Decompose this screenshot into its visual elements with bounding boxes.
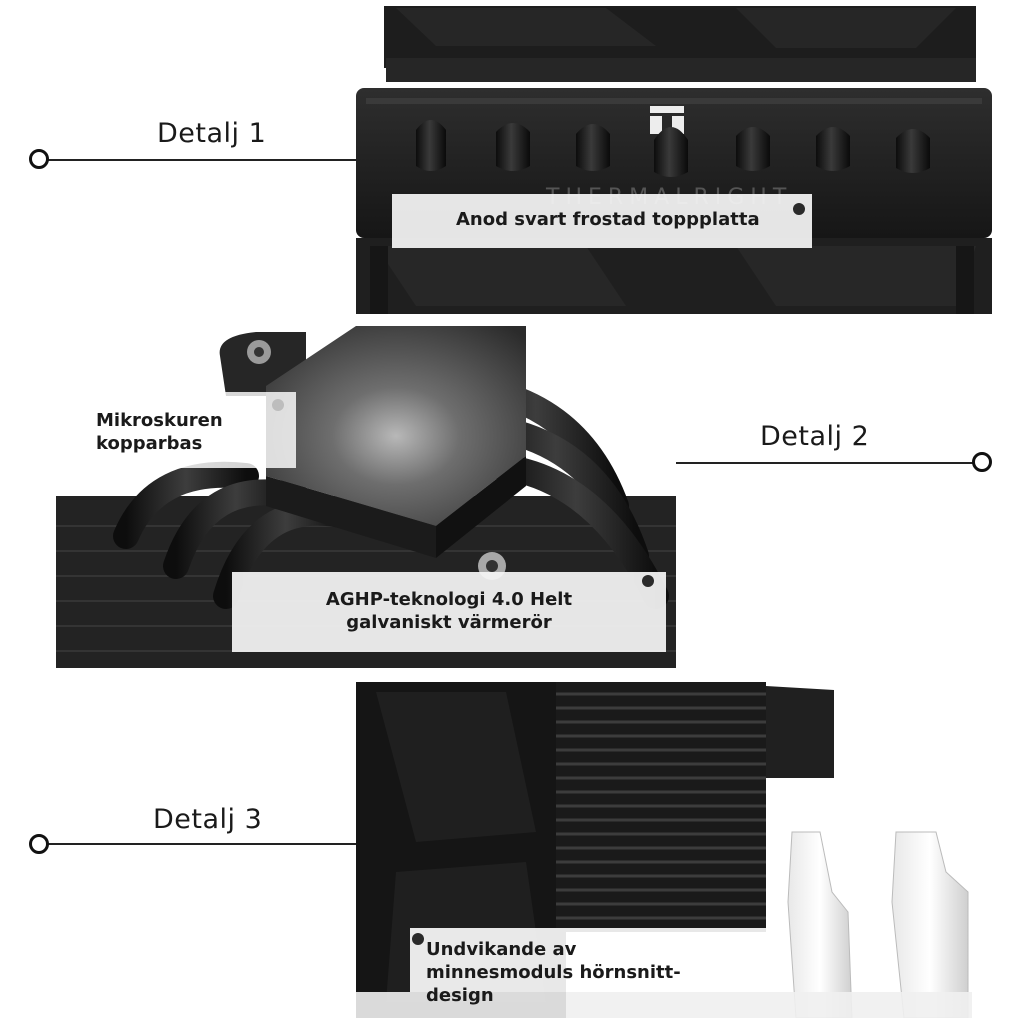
detail1-callout-text: Anod svart frostad toppplatta [456, 209, 760, 230]
detail1-ring-marker [29, 149, 49, 169]
detail3-connector-line [48, 843, 356, 845]
detail2-connector-line [676, 462, 976, 464]
detail2-heading: Detalj 2 [760, 421, 870, 452]
detail3-fin-illustration [356, 682, 972, 1018]
detail1-callout-dot [793, 203, 805, 215]
detail2-callout-bottom-dot [642, 575, 654, 587]
detail2-callout-bottom: AGHP-teknologi 4.0 Helt galvaniskt värme… [232, 572, 666, 652]
detail3-callout: Undvikande av minnesmoduls hörnsnitt-des… [410, 928, 780, 1006]
detail1-callout: Anod svart frostad toppplatta [392, 194, 812, 248]
detail1-connector-line [48, 159, 356, 161]
detail2-callout-bottom-text: AGHP-teknologi 4.0 Helt galvaniskt värme… [325, 589, 573, 633]
detail1-top-plate-photo: THERMALRIGHT [356, 6, 992, 314]
detail3-heading: Detalj 3 [153, 804, 263, 835]
detail2-callout-top: Mikroskuren kopparbas [94, 392, 296, 468]
detail2-callout-top-dot [272, 399, 284, 411]
detail3-callout-dot [412, 933, 424, 945]
detail2-callout-top-text: Mikroskuren kopparbas [96, 410, 223, 454]
detail3-ring-marker [29, 834, 49, 854]
detail3-callout-text: Undvikande av minnesmoduls hörnsnitt-des… [426, 939, 681, 1006]
detail2-ring-marker [972, 452, 992, 472]
detail3-fin-cutout-photo [356, 682, 972, 1018]
detail1-top-plate-illustration: THERMALRIGHT [356, 6, 992, 314]
detail1-heading: Detalj 1 [157, 118, 267, 149]
